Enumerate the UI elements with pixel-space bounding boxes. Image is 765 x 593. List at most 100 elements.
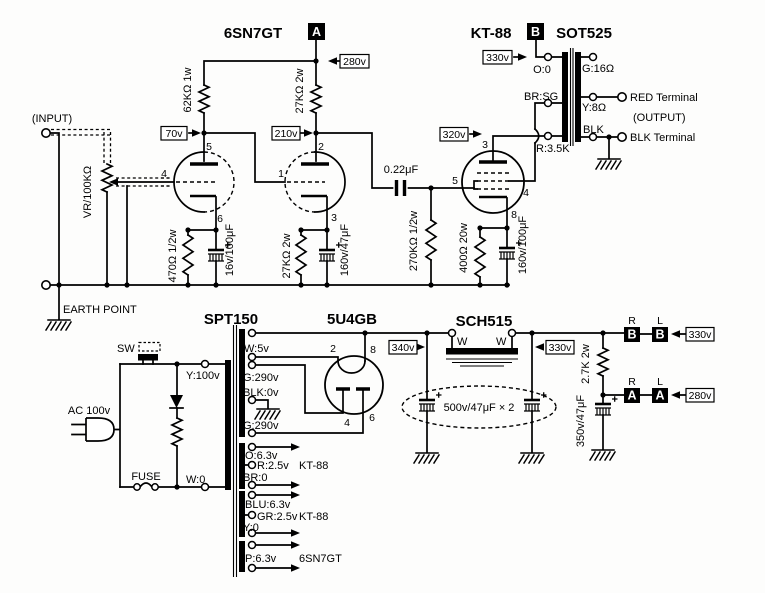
kt88-cathode-c-label: 160v/100μF: [517, 216, 529, 275]
red-output-terminal[interactable]: [616, 92, 628, 102]
filter-cap-2: [522, 390, 548, 413]
input-jack-terminal[interactable]: [40, 128, 52, 138]
components: [101, 84, 619, 447]
voltage-280v-plate: 280v: [343, 56, 367, 68]
opt-g16-label: G:16Ω: [582, 63, 614, 75]
opt-y8-label: Y:8Ω: [582, 102, 606, 114]
input-label: (INPUT): [32, 113, 72, 125]
sec-w5-label: W:5v: [244, 343, 269, 355]
filter1-ground-icon: [413, 452, 440, 464]
channel-l-label: L: [657, 315, 663, 327]
channel-r-label-2: R: [628, 376, 636, 388]
ac-plug: [85, 417, 115, 442]
cathode-r1-label: 470Ω 1/2w: [167, 230, 179, 283]
sec-kt88a-label: KT-88: [299, 460, 328, 472]
shielded-input-cable: [51, 128, 172, 187]
fuse-label: FUSE: [131, 471, 160, 483]
kt88-pin5: 5: [452, 175, 458, 187]
pt-title: SPT150: [204, 311, 258, 328]
psu-wiring: [71, 332, 686, 569]
filter-cap-1: [417, 390, 443, 413]
resistor-62k-plate: [198, 84, 210, 114]
voltage-330v-opt: 330v: [486, 52, 510, 64]
connector-a-top: A: [308, 23, 325, 40]
rectifier-title: 5U4GB: [327, 311, 377, 328]
pilot-diode: [170, 395, 183, 408]
opt-blk-label: BLK: [583, 124, 604, 136]
a-rail-connectors: A A R L 280v: [624, 376, 715, 403]
opt-ground-icon: [595, 158, 622, 170]
v2-pin1: 1: [278, 168, 284, 180]
cap-350v-47uf: [593, 394, 619, 417]
output-stage-wiring: [479, 39, 619, 286]
sw-label: SW: [117, 343, 135, 355]
preamp-tube-v2: [284, 151, 346, 213]
opt-title: SOT525: [556, 25, 612, 42]
v1-pin6: 6: [217, 213, 223, 225]
cathode-r2-label: 27KΩ 2w: [281, 233, 293, 278]
earth-ground-icon: [45, 319, 72, 331]
w0-label: W:0: [186, 474, 205, 486]
resistor-470-cathode: [182, 234, 194, 276]
resistor-2k7-drop: [597, 347, 609, 377]
sec-blk0-label: BLK:0v: [243, 387, 279, 399]
rect-pin6: 6: [369, 412, 375, 424]
connector-b-top: B: [527, 23, 544, 40]
filter-caps-outline: [401, 385, 557, 429]
filter-caps-label: 500v/47μF × 2: [444, 402, 515, 414]
connector-a-label: A: [312, 25, 321, 39]
hv-ct-ground-icon: [254, 408, 281, 420]
input-ground-terminal[interactable]: [40, 279, 52, 291]
resistor-400-cathode: [474, 236, 486, 278]
channel-r-label: R: [628, 315, 636, 327]
sec-y0-label: Y:0: [243, 522, 259, 534]
drop-r-label: 2.7K 2w: [580, 344, 592, 384]
volume-pot: [101, 163, 113, 193]
sec-br0-label: BR:0: [243, 472, 267, 484]
connector-a-right: A: [627, 389, 636, 403]
voltage-330v-choke: 330v: [549, 342, 573, 354]
drop-ground-icon: [589, 449, 616, 461]
sec-gr25-label: GR:2.5v: [257, 511, 298, 523]
resistor-27k-cathode: [295, 234, 307, 276]
sec-p63-label: P:6.3v: [245, 553, 277, 565]
preamp-tube-title: 6SN7GT: [224, 25, 282, 42]
fuse: [133, 483, 159, 491]
volume-label: VR/100KΩ: [82, 166, 94, 218]
output-label: (OUTPUT): [633, 112, 686, 124]
plate-r1-label: 62KΩ 1w: [182, 67, 194, 112]
choke-sch515: [446, 348, 518, 367]
power-tube-title: KT-88: [471, 25, 512, 42]
pilot-resistor: [171, 417, 183, 447]
plate-r2-label: 27KΩ 2w: [294, 68, 306, 113]
cathode-c2-label: 160v/47μF: [339, 224, 351, 276]
connector-b-right: B: [627, 328, 636, 342]
blk-output-terminal[interactable]: [616, 132, 628, 142]
earth-point-label: EARTH POINT: [63, 304, 137, 316]
sec-g290b-label: G:290v: [243, 420, 279, 432]
v1-pin5: 5: [206, 141, 212, 153]
kt88-tube: [461, 150, 525, 214]
drop-c-label: 350v/47μF: [575, 395, 587, 447]
preamp-tube-v1: [173, 151, 235, 213]
grid-r-label: 270KΩ 1/2w: [408, 211, 420, 271]
b-rail-connectors: B B R L 330v: [624, 315, 715, 342]
connector-a-left: A: [655, 389, 664, 403]
rect-pin8: 8: [370, 344, 376, 356]
blk-terminal-label: BLK Terminal: [630, 132, 695, 144]
voltage-320v: 320v: [443, 129, 467, 141]
sec-g290a-label: G:290v: [243, 372, 279, 384]
choke-w-left: W: [457, 336, 468, 348]
rectifier-tube-5u4gb: [324, 355, 384, 415]
opt-r35k-label: R:3.5K: [536, 143, 570, 155]
voltage-330v-rail: 330v: [689, 329, 713, 341]
coupling-cap-022uf: [394, 180, 407, 196]
sec-o63-label: O:6.3v: [245, 450, 278, 462]
voltage-70v: 70v: [166, 128, 184, 140]
kt88-pin4: 4: [523, 187, 529, 199]
sec-r25-label: R:2.5v: [257, 460, 289, 472]
connector-b-left: B: [655, 328, 664, 342]
choke-w-right: W: [496, 336, 507, 348]
voltage-280v-rail: 280v: [689, 390, 713, 402]
